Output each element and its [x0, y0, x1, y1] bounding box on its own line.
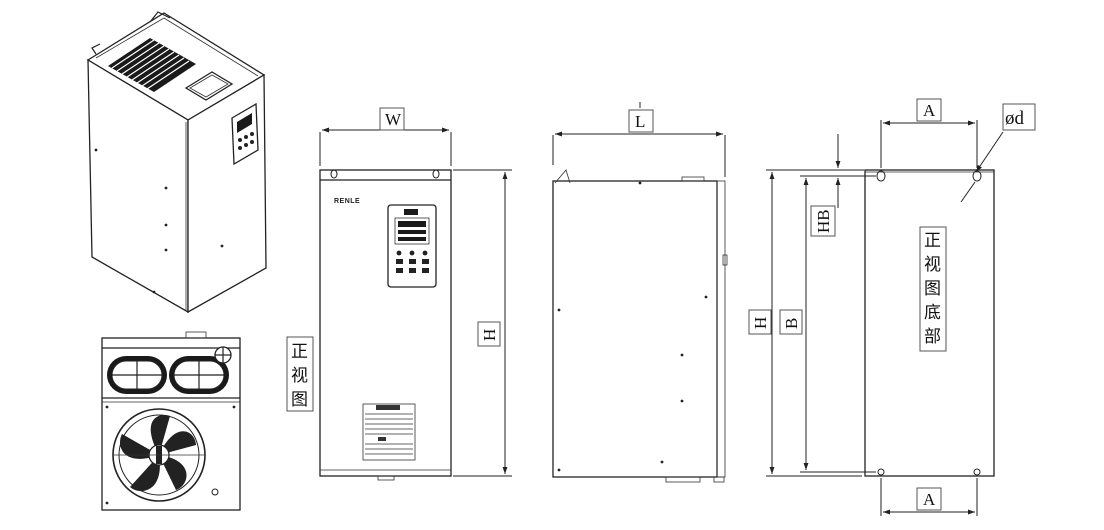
front-keypad	[387, 204, 437, 288]
label-od: ød	[1005, 108, 1025, 129]
isometric-view	[86, 11, 267, 314]
label-h-front: H	[480, 329, 499, 341]
caption-bottom-5: 部	[924, 327, 941, 347]
caption-front-2: 视	[291, 366, 308, 386]
front-height-dimension: H	[453, 169, 512, 477]
label-b: B	[782, 318, 801, 329]
bottom-view	[101, 331, 241, 511]
caption-bottom-2: 视	[924, 255, 941, 275]
oval-vents	[107, 356, 229, 394]
caption-front-3: 图	[291, 390, 308, 410]
label-h-rear: H	[751, 317, 770, 329]
mount-width-dimension-top: A	[880, 98, 978, 168]
iso-keypad	[231, 102, 259, 166]
mount-height-dimension: B	[779, 175, 876, 473]
rear-height-dimension: H	[748, 169, 862, 477]
hole-offset-dimension: HB	[810, 134, 864, 237]
bottom-front-view-caption: 正 视 图 底 部	[919, 226, 947, 352]
caption-front-1: 正	[291, 342, 308, 362]
caption-bottom-1: 正	[924, 231, 941, 251]
label-a-top: A	[923, 101, 936, 120]
front-view-caption: 正 视 图	[286, 336, 314, 412]
caption-bottom-4: 底	[924, 303, 941, 323]
label-a-bottom: A	[923, 490, 936, 509]
length-dimension: L	[552, 102, 726, 177]
side-view	[552, 169, 728, 483]
cooling-fan	[105, 405, 236, 505]
label-l: L	[635, 112, 645, 131]
brand-logo: RENLE	[334, 198, 360, 205]
hole-diameter-callout: ød	[960, 103, 1036, 203]
width-dimension: W	[319, 107, 452, 166]
label-w: W	[385, 110, 402, 129]
front-view: RENLE	[319, 169, 452, 481]
top-vent-slats	[108, 38, 196, 92]
label-plate	[362, 403, 416, 461]
caption-bottom-3: 图	[924, 279, 941, 299]
label-hb: HB	[814, 209, 833, 233]
mount-width-dimension-bottom: A	[880, 478, 978, 516]
